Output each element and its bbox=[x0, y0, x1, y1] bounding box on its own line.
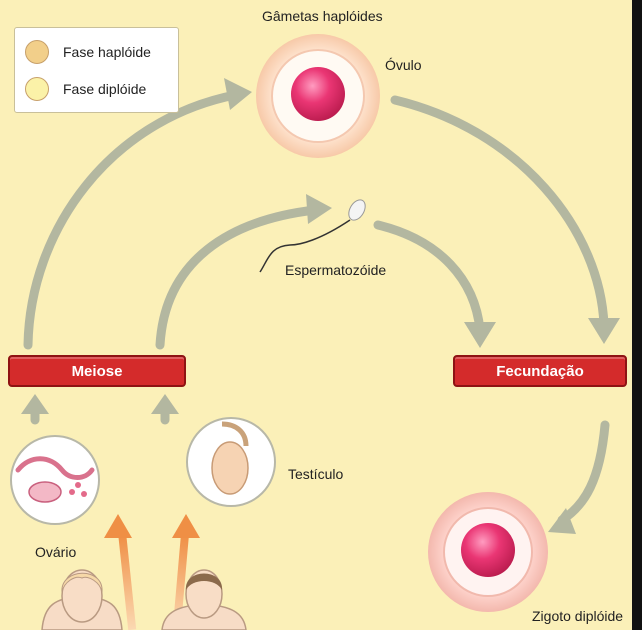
ovario-label: Ovário bbox=[35, 544, 77, 560]
arrowhead-meiose-left bbox=[21, 394, 49, 414]
diploid-swatch bbox=[25, 77, 49, 101]
legend-label: Fase haplóide bbox=[63, 44, 151, 60]
ovary-illustration bbox=[10, 435, 100, 525]
legend-item-diploid: Fase diplóide bbox=[25, 75, 146, 103]
arrowhead-fecundacao-left bbox=[464, 322, 496, 348]
testis-illustration bbox=[186, 417, 276, 507]
haploid-swatch bbox=[25, 40, 49, 64]
arrowhead-sperm bbox=[306, 194, 332, 224]
male-figure bbox=[161, 569, 247, 630]
zygote-cell bbox=[428, 492, 548, 612]
cycle-arrows bbox=[23, 90, 610, 525]
orange-arrowhead-male bbox=[172, 514, 200, 538]
diagram-title: Gâmetas haplóides bbox=[262, 8, 383, 24]
arrow-sperm-to-fecundacao bbox=[373, 220, 485, 335]
orange-arrow-shaft-female bbox=[118, 534, 137, 630]
sperm-cell bbox=[259, 199, 366, 273]
fecundacao-box: Fecundação bbox=[453, 355, 627, 387]
ovum-nucleus bbox=[291, 67, 345, 121]
female-figure bbox=[41, 569, 123, 630]
organ-arrows bbox=[104, 514, 200, 630]
arrow-meiose-to-sperm bbox=[155, 205, 320, 350]
testiculo-label: Testículo bbox=[288, 466, 344, 482]
legend-label: Fase diplóide bbox=[63, 81, 147, 97]
ovulo-label: Óvulo bbox=[385, 57, 422, 73]
cycle-arrowheads bbox=[21, 78, 620, 534]
arrow-meiose-to-ovulo bbox=[23, 90, 240, 350]
zygote-nucleus bbox=[461, 523, 515, 577]
arrowhead-fecundacao-right bbox=[588, 318, 620, 344]
arrow-ovulo-to-fecundacao bbox=[390, 95, 609, 330]
espermatozoide-label: Espermatozóide bbox=[285, 262, 387, 278]
arrow-fecundacao-to-zigoto bbox=[557, 420, 610, 525]
arrowhead-zigoto bbox=[548, 508, 576, 534]
zigoto-label: Zigoto diplóide bbox=[532, 608, 624, 624]
arrowhead-ovulo bbox=[224, 78, 252, 110]
orange-arrow-shaft-male bbox=[172, 534, 189, 630]
meiose-box: Meiose bbox=[8, 355, 186, 387]
orange-arrowhead-female bbox=[104, 514, 132, 538]
arrowhead-meiose-right bbox=[151, 394, 179, 414]
legend-item-haploid: Fase haplóide bbox=[25, 38, 151, 66]
image-border bbox=[632, 0, 642, 630]
legend: Fase haplóide Fase diplóide bbox=[14, 27, 179, 113]
ovum-cell bbox=[256, 34, 380, 158]
